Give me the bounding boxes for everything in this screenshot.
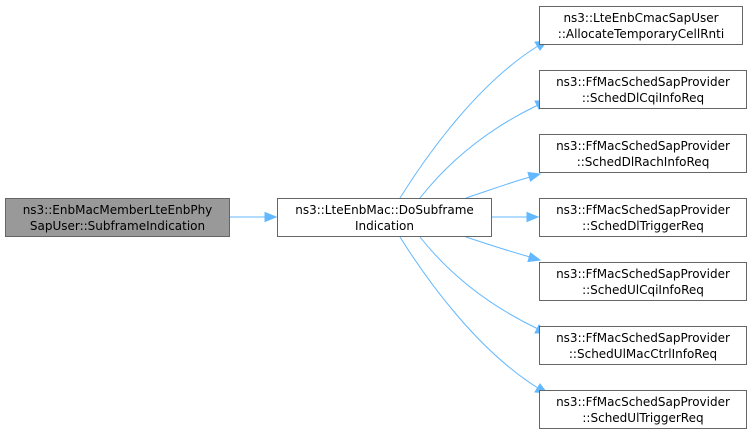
callee-label-line2: ::SchedUlTriggerReq xyxy=(582,410,704,425)
callee-label-line1: ns3::FfMacSchedSapProvider xyxy=(556,138,730,153)
callee-label-line2: ::SchedDlTriggerReq xyxy=(582,218,704,233)
callee-label-line1: ns3::FfMacSchedSapProvider xyxy=(556,330,730,345)
edge-mid-to-callee-1 xyxy=(419,104,539,199)
callee-node-allocate-temporary-cell-rnti[interactable]: ns3::LteEnbCmacSapUser ::AllocateTempora… xyxy=(539,6,743,45)
callee-node-sched-dl-trigger-req[interactable]: ns3::FfMacSchedSapProvider ::SchedDlTrig… xyxy=(539,198,747,237)
mid-node-label-line2: Indication xyxy=(354,218,415,233)
root-function-node: ns3::EnbMacMemberLteEnbPhy SapUser::Subf… xyxy=(5,198,230,237)
arrowhead xyxy=(264,211,278,223)
callee-node-sched-ul-trigger-req[interactable]: ns3::FfMacSchedSapProvider ::SchedUlTrig… xyxy=(539,390,747,429)
callee-node-sched-ul-cqi-info-req[interactable]: ns3::FfMacSchedSapProvider ::SchedUlCqiI… xyxy=(539,262,747,301)
callee-label-line1: ns3::FfMacSchedSapProvider xyxy=(556,202,730,217)
arrowhead xyxy=(527,171,542,182)
edge-mid-to-callee-0 xyxy=(399,45,539,199)
arrowhead xyxy=(526,211,540,223)
callee-label-line2: ::SchedDlCqiInfoReq xyxy=(581,90,705,105)
root-node-label-line2: SapUser::SubframeIndication xyxy=(29,218,206,233)
edge-mid-to-callee-2 xyxy=(465,176,531,199)
callee-node-sched-dl-rach-info-req[interactable]: ns3::FfMacSchedSapProvider ::SchedDlRach… xyxy=(539,134,747,173)
callee-label-line2: ::AllocateTemporaryCellRnti xyxy=(557,26,725,41)
edge-mid-to-callee-6 xyxy=(399,236,539,389)
mid-function-node[interactable]: ns3::LteEnbMac::DoSubframe Indication xyxy=(277,198,492,237)
callee-label-line1: ns3::FfMacSchedSapProvider xyxy=(556,74,730,89)
callee-label-line2: ::SchedUlCqiInfoReq xyxy=(582,282,704,297)
arrowhead xyxy=(527,252,542,263)
callee-label-line1: ns3::FfMacSchedSapProvider xyxy=(556,394,730,409)
callee-node-sched-dl-cqi-info-req[interactable]: ns3::FfMacSchedSapProvider ::SchedDlCqiI… xyxy=(539,70,747,109)
edge-mid-to-callee-5 xyxy=(419,236,539,330)
callee-label-line1: ns3::LteEnbCmacSapUser xyxy=(563,10,719,25)
root-node-label-line1: ns3::EnbMacMemberLteEnbPhy xyxy=(22,202,213,217)
mid-node-label-line1: ns3::LteEnbMac::DoSubframe xyxy=(295,202,474,217)
callee-label-line1: ns3::FfMacSchedSapProvider xyxy=(556,266,730,281)
edge-mid-to-callee-4 xyxy=(465,236,531,258)
callee-node-sched-ul-mac-ctrl-info-req[interactable]: ns3::FfMacSchedSapProvider ::SchedUlMacC… xyxy=(539,326,747,365)
callee-label-line2: ::SchedDlRachInfoReq xyxy=(576,154,710,169)
callee-label-line2: ::SchedUlMacCtrlInfoReq xyxy=(568,346,718,361)
